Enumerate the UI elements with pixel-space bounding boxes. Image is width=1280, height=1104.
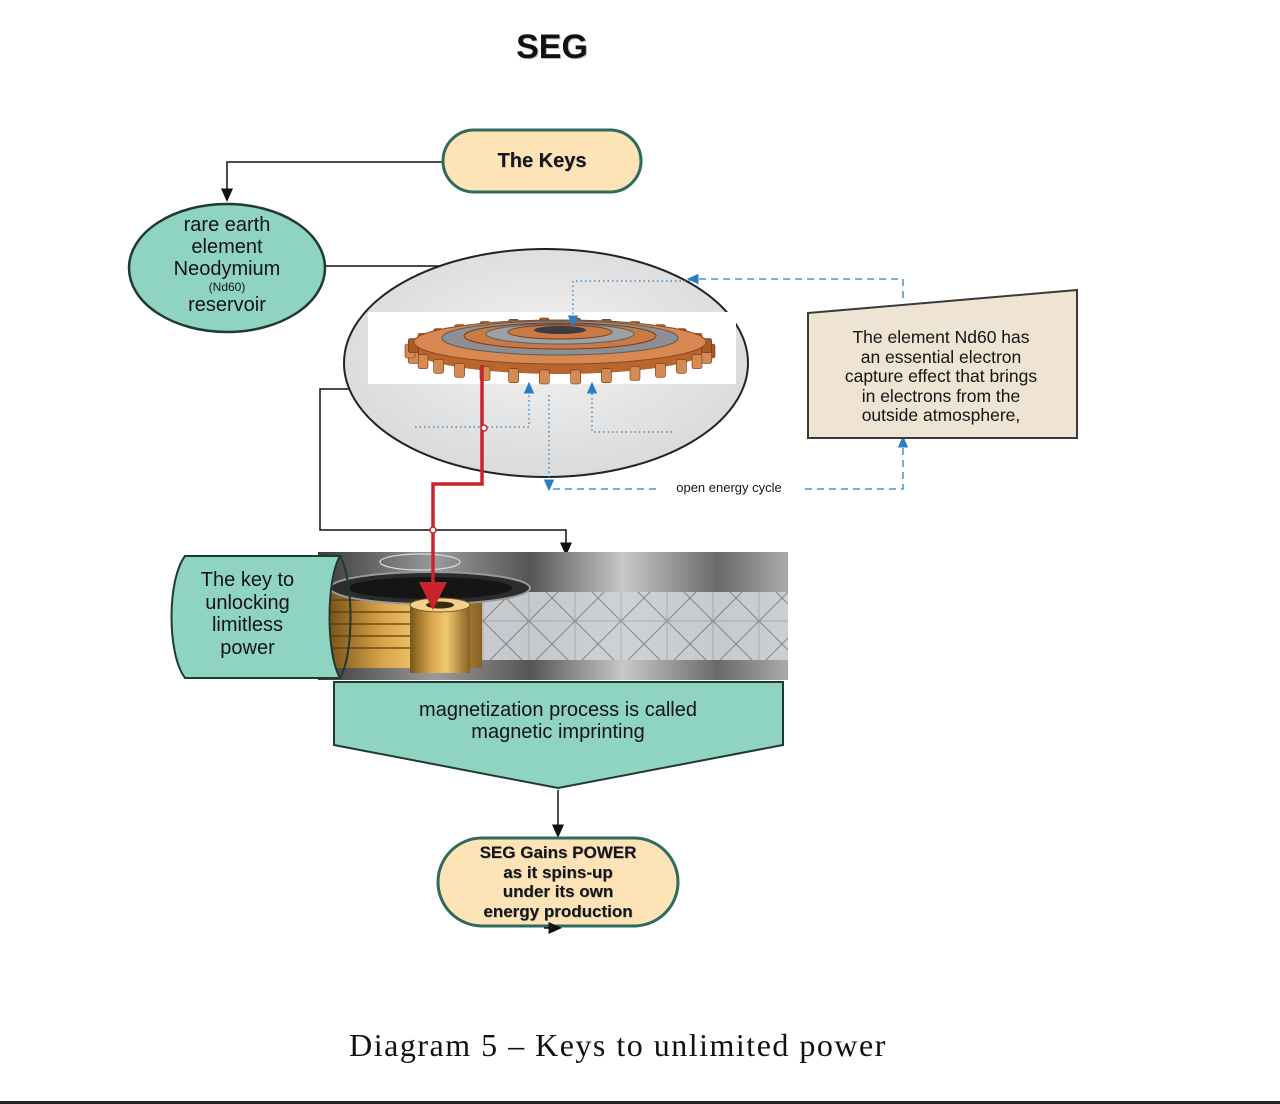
diagram-title: SEG xyxy=(516,28,588,66)
nd60-info-box xyxy=(807,288,1078,439)
unlock-label: The key to unlocking limitless power xyxy=(200,569,295,659)
reservoir-label: rare earth element Neodymium (Nd60) rese… xyxy=(173,214,281,316)
gear-tooth xyxy=(691,354,703,369)
diagram-caption: Diagram 5 – Keys to unlimited power xyxy=(349,1027,887,1063)
connector-keys-to-reservoir xyxy=(221,161,444,202)
keys-node xyxy=(441,128,643,194)
unlock-tube-end xyxy=(339,555,352,679)
gear-tooth xyxy=(570,369,582,385)
nd60-info-text: The element Nd60 has an essential electr… xyxy=(844,327,1038,426)
imprinting-node xyxy=(333,681,784,790)
gear-tooth xyxy=(538,369,550,385)
page-bottom-rule xyxy=(0,1101,1280,1104)
seg-coil-photo xyxy=(318,552,788,680)
gear-tooth xyxy=(433,358,444,374)
gear-tooth xyxy=(655,362,666,378)
red-path-node xyxy=(480,424,488,432)
gear-tooth xyxy=(454,362,465,378)
connector-ring-to-photo xyxy=(319,388,572,556)
reservoir-node xyxy=(127,202,327,334)
gear-tooth xyxy=(508,368,519,384)
power-label: SEG Gains POWER as it spins-up under its… xyxy=(479,843,637,921)
gear-tooth xyxy=(601,368,612,384)
open-energy-cycle-label: open energy cycle xyxy=(658,480,800,496)
energy-cycle-lines xyxy=(415,273,909,492)
gear-tooth xyxy=(629,366,641,381)
red-path-node xyxy=(429,526,437,534)
keys-label: The Keys xyxy=(497,150,587,172)
gear-tooth xyxy=(417,354,429,369)
seg-ring-image xyxy=(404,317,716,385)
gear-tooth xyxy=(676,358,687,374)
red-energy-path xyxy=(419,365,484,610)
imprinting-label: magnetization process is called magnetic… xyxy=(419,699,697,743)
